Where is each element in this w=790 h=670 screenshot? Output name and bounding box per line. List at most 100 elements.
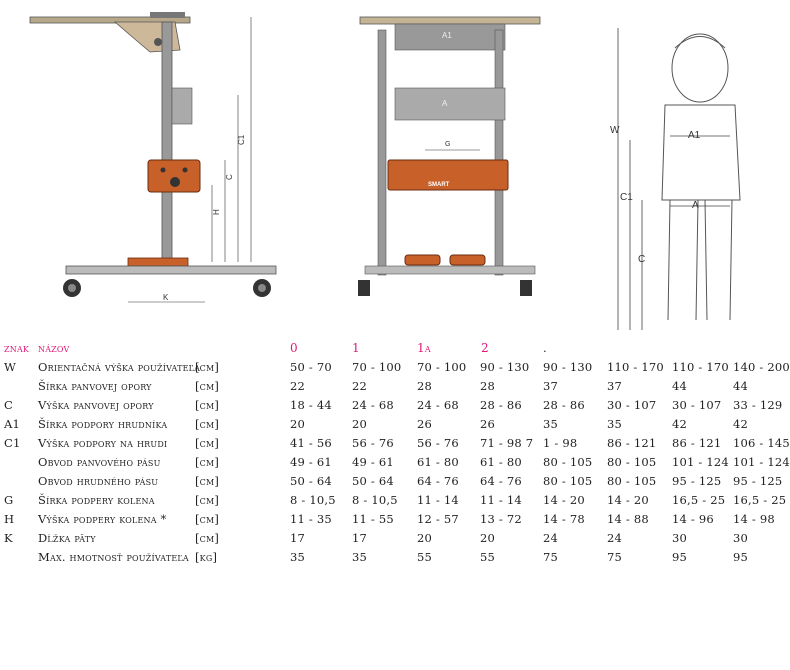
header-size-dot: .: [543, 341, 547, 355]
row-value: 90 - 130: [543, 360, 593, 374]
row-value: 14 - 20: [543, 493, 585, 507]
row-value: 101 - 124: [672, 455, 729, 469]
row-value: 1 - 98: [543, 436, 578, 450]
child-a1-label: A1: [688, 130, 701, 141]
row-value: 14 - 96: [672, 512, 714, 526]
row-name: Šírka panvovej opory: [38, 379, 152, 393]
header-size-1a: 1a: [417, 341, 431, 355]
row-value: 20: [290, 417, 306, 431]
row-value: 75: [607, 550, 623, 564]
row-value: 55: [480, 550, 496, 564]
row-value: 95 - 125: [733, 474, 783, 488]
row-value: 8 - 10,5: [352, 493, 398, 507]
row-value: 71 - 98 7: [480, 436, 534, 450]
row-value: 64 - 76: [417, 474, 459, 488]
header-size-0: 0: [290, 341, 298, 355]
row-unit: [cm]: [195, 398, 220, 412]
row-value: 37: [543, 379, 559, 393]
row-value: 42: [672, 417, 688, 431]
row-name: Dĺžka päty: [38, 531, 96, 545]
row-unit: [cm]: [195, 379, 220, 393]
row-value: 14 - 78: [543, 512, 585, 526]
row-value: 35: [607, 417, 623, 431]
row-value: 140 - 200: [733, 360, 790, 374]
stander-side-view: C1 C H K: [29, 12, 277, 303]
row-value: 80 - 105: [607, 474, 657, 488]
row-code: C1: [4, 436, 21, 450]
row-unit: [cm]: [195, 474, 220, 488]
row-value: 16,5 - 25: [733, 493, 787, 507]
row-value: 11 - 55: [352, 512, 394, 526]
row-value: 35: [352, 550, 368, 564]
row-value: 14 - 98: [733, 512, 775, 526]
row-value: 20: [352, 417, 368, 431]
row-value: 17: [352, 531, 368, 545]
row-value: 24 - 68: [417, 398, 459, 412]
row-value: 11 - 35: [290, 512, 332, 526]
row-value: 33 - 129: [733, 398, 783, 412]
row-value: 49 - 61: [352, 455, 394, 469]
row-value: 80 - 105: [543, 455, 593, 469]
row-unit: [cm]: [195, 436, 220, 450]
row-code: C: [4, 398, 13, 412]
row-value: 64 - 76: [480, 474, 522, 488]
row-value: 61 - 80: [417, 455, 459, 469]
row-value: 49 - 61: [290, 455, 332, 469]
row-value: 30: [733, 531, 749, 545]
row-value: 95: [672, 550, 688, 564]
row-value: 70 - 100: [352, 360, 402, 374]
row-unit: [cm]: [195, 493, 220, 507]
row-name: Šírka podpory hrudníka: [38, 417, 168, 431]
row-value: 20: [480, 531, 496, 545]
row-name: Obvod panvového pásu: [38, 455, 161, 469]
row-value: 26: [417, 417, 433, 431]
row-name: Max. hmotnosť používateľa: [38, 550, 189, 564]
row-value: 8 - 10,5: [290, 493, 336, 507]
header-size-1: 1: [352, 341, 360, 355]
row-value: 50 - 70: [290, 360, 332, 374]
row-value: 24 - 68: [352, 398, 394, 412]
row-value: 22: [352, 379, 368, 393]
row-value: 95 - 125: [672, 474, 722, 488]
row-value: 44: [672, 379, 688, 393]
stander-front-view: A1 A G SMART: [358, 16, 541, 296]
row-name: Orientačná výška používateľa: [38, 360, 201, 374]
row-value: 42: [733, 417, 749, 431]
header-code: znak: [4, 341, 30, 355]
row-value: 30: [672, 531, 688, 545]
row-value: 35: [543, 417, 559, 431]
row-name: Výška podpery kolena *: [38, 512, 167, 526]
row-value: 95: [733, 550, 749, 564]
row-value: 24: [543, 531, 559, 545]
row-code: A1: [4, 417, 21, 431]
table-header-row: znak názov 0 1 1a 2 .: [0, 341, 785, 359]
row-value: 18 - 44: [290, 398, 332, 412]
front-brand-label: SMART: [428, 182, 450, 188]
row-name: Šírka podpery kolena: [38, 493, 155, 507]
row-value: 101 - 124: [733, 455, 790, 469]
row-value: 24: [607, 531, 623, 545]
row-value: 86 - 121: [607, 436, 657, 450]
row-code: W: [4, 360, 17, 374]
row-name: Výška panvovej opory: [38, 398, 154, 412]
dim-c1-label: C1: [237, 134, 246, 145]
row-value: 37: [607, 379, 623, 393]
row-value: 86 - 121: [672, 436, 722, 450]
row-value: 50 - 64: [352, 474, 394, 488]
row-value: 50 - 64: [290, 474, 332, 488]
child-a-label: A: [692, 200, 699, 211]
row-value: 56 - 76: [352, 436, 394, 450]
child-c1-label: C1: [620, 192, 633, 203]
row-code: G: [4, 493, 14, 507]
row-value: 61 - 80: [480, 455, 522, 469]
child-w-label: W: [610, 125, 620, 136]
dim-h-label: H: [212, 209, 221, 215]
row-value: 20: [417, 531, 433, 545]
row-unit: [cm]: [195, 512, 220, 526]
row-unit: [cm]: [195, 417, 220, 431]
row-value: 80 - 105: [607, 455, 657, 469]
